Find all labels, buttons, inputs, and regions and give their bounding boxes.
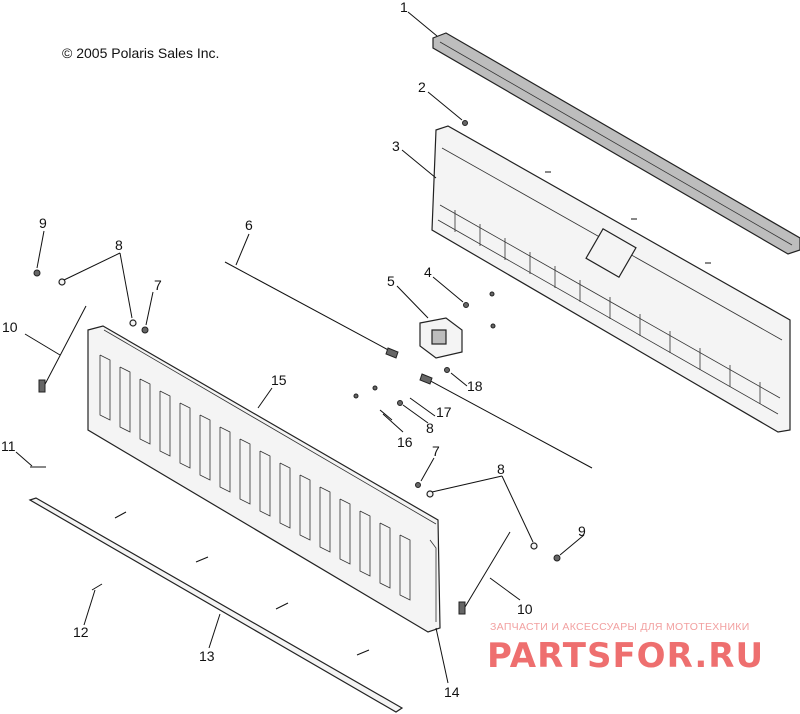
callout-7-upper: 7 <box>154 277 162 293</box>
copyright-notice: © 2005 Polaris Sales Inc. <box>62 45 220 61</box>
callout-13: 13 <box>199 648 215 664</box>
callout-1: 1 <box>400 0 408 15</box>
part-latch <box>419 317 463 359</box>
part-bottom-rail <box>28 497 404 713</box>
callout-11: 11 <box>1 438 16 454</box>
callout-9-left: 9 <box>39 215 47 231</box>
part-outer-panel <box>87 325 441 633</box>
part-rods <box>224 261 593 469</box>
callout-10-right: 10 <box>517 601 533 617</box>
callout-7-lower: 7 <box>432 443 440 459</box>
callout-2: 2 <box>418 79 426 95</box>
panel-ribs <box>99 354 411 601</box>
callout-12: 12 <box>73 624 89 640</box>
callout-18: 18 <box>467 378 483 394</box>
callout-3: 3 <box>392 138 400 154</box>
callout-15: 15 <box>271 372 287 388</box>
callout-14: 14 <box>444 684 460 700</box>
part-inner-panel <box>431 125 791 433</box>
callout-6: 6 <box>245 217 253 233</box>
part-top-cap <box>432 32 800 255</box>
part-cables <box>38 305 511 615</box>
callout-16: 16 <box>397 434 413 450</box>
part-hardware <box>30 120 711 656</box>
callout-4: 4 <box>424 264 432 280</box>
leader-lines <box>15 11 585 684</box>
callout-8-upper-left: 8 <box>115 237 123 253</box>
callout-8-middle: 8 <box>426 420 434 436</box>
watermark-logo: PARTSFOR.RU <box>487 636 765 676</box>
callout-10-left: 10 <box>2 319 18 335</box>
callout-labels: 1 2 3 4 5 6 7 7 8 8 8 9 9 10 10 11 12 13… <box>1 0 586 700</box>
callout-8-lower-right: 8 <box>497 461 505 477</box>
callout-17: 17 <box>436 404 452 420</box>
watermark-tagline: ЗАПЧАСТИ И АКСЕССУАРЫ ДЛЯ МОТОТЕХНИКИ <box>490 621 750 633</box>
part-side-edge <box>429 539 437 622</box>
callout-9-right: 9 <box>578 523 586 539</box>
callout-5: 5 <box>387 273 395 289</box>
